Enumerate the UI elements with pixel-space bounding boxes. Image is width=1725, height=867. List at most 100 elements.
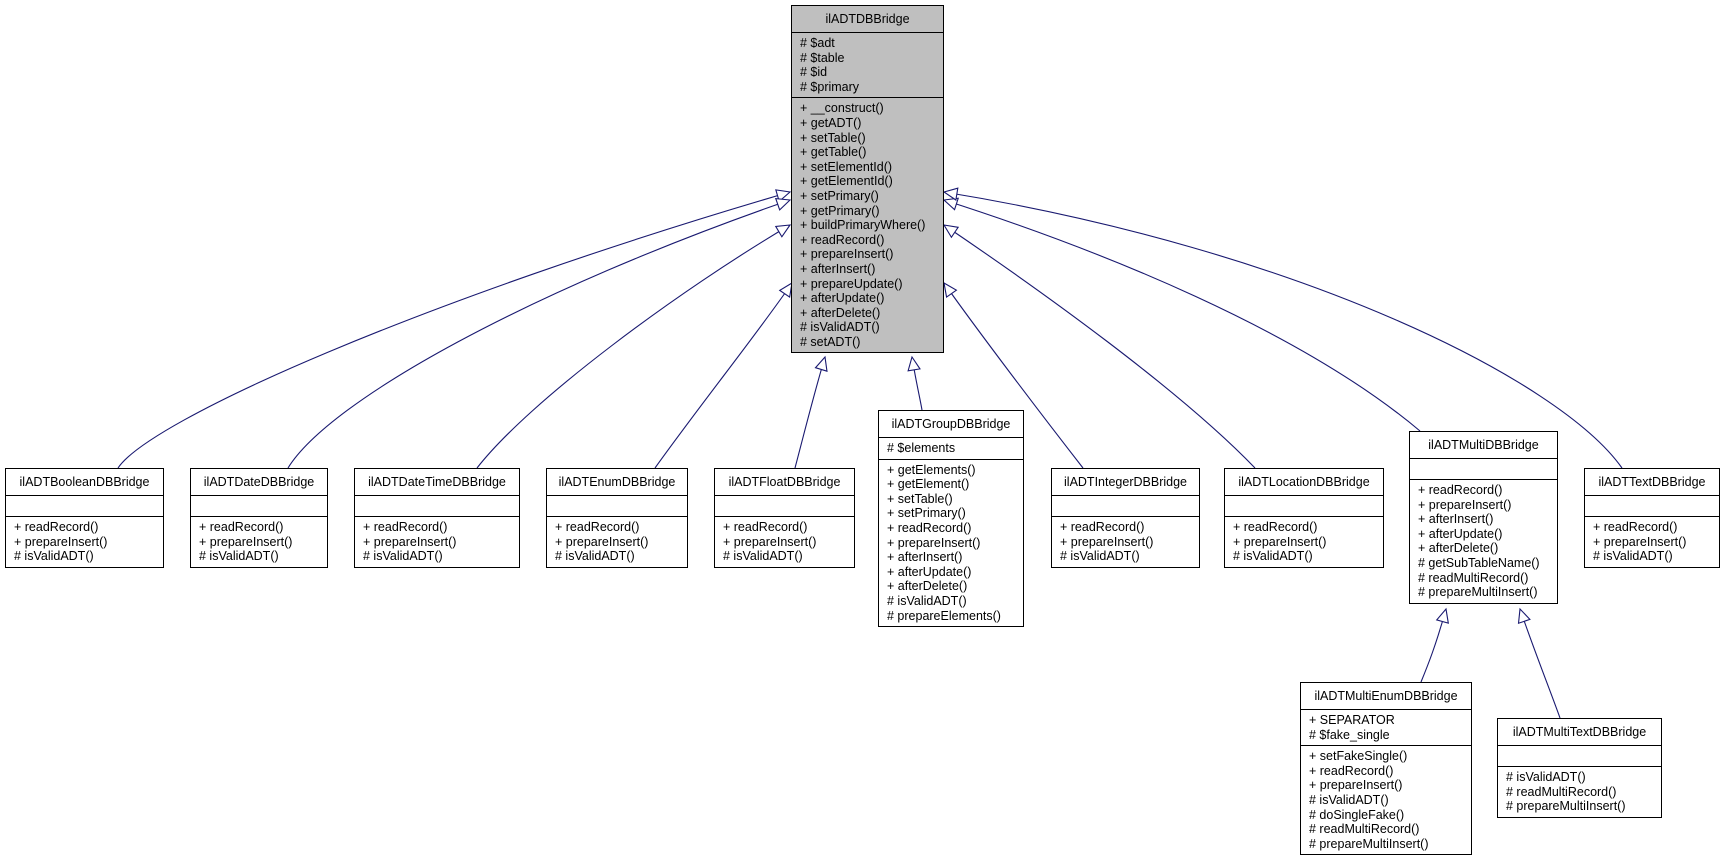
class-member: + readRecord() — [887, 520, 972, 535]
class-member: + readRecord() — [800, 232, 885, 247]
class-member: # $primary — [800, 79, 860, 94]
inheritance-arrowhead — [1517, 607, 1531, 625]
class-member: + readRecord() — [363, 520, 448, 534]
methods-section: + readRecord()+ prepareInsert()# isValid… — [1585, 516, 1719, 567]
class-member: + afterInsert() — [800, 261, 876, 276]
class-member: # getSubTableName() — [1418, 555, 1540, 570]
methods-section: + readRecord()+ prepareInsert()# isValid… — [355, 516, 519, 567]
class-ilADTBooleanDBBridge[interactable]: ilADTBooleanDBBridge + readRecord()+ pre… — [5, 468, 164, 568]
class-ilADTLocationDBBridge[interactable]: ilADTLocationDBBridge + readRecord()+ pr… — [1224, 468, 1384, 568]
class-member: + afterUpdate() — [1418, 526, 1503, 541]
class-member: # $elements — [887, 441, 956, 455]
inheritance-edge-text — [943, 191, 1623, 469]
class-member: + afterInsert() — [1418, 512, 1494, 527]
class-member: + prepareUpdate() — [800, 276, 903, 291]
inheritance-edge-multi — [943, 199, 1421, 432]
attributes-section — [1052, 496, 1199, 516]
attributes-section — [1498, 746, 1661, 766]
class-member: + afterDelete() — [800, 305, 881, 320]
class-name: ilADTBooleanDBBridge — [6, 469, 163, 496]
attributes-section — [191, 496, 327, 516]
class-name: ilADTDateTimeDBBridge — [355, 469, 519, 496]
class-member: + readRecord() — [723, 520, 808, 534]
class-name: ilADTMultiEnumDBBridge — [1301, 683, 1471, 710]
inheritance-edge-date — [287, 199, 791, 469]
class-member: + getElements() — [887, 462, 976, 477]
class-member: # $adt — [800, 36, 835, 50]
methods-section: + readRecord()+ prepareInsert()# isValid… — [547, 516, 687, 567]
attributes-section: # $elements — [879, 438, 1023, 459]
class-ilADTMultiEnumDBBridge[interactable]: ilADTMultiEnumDBBridge + SEPARATOR# $fak… — [1300, 682, 1472, 856]
class-ilADTDBBridge[interactable]: ilADTDBBridge # $adt# $table# $id# $prim… — [791, 5, 944, 354]
class-name: ilADTMultiTextDBBridge — [1498, 719, 1661, 746]
class-member: # prepareMultiInsert() — [1309, 836, 1429, 851]
class-member: # isValidADT() — [199, 549, 279, 564]
class-member: # readMultiRecord() — [1309, 822, 1420, 837]
attributes-section — [355, 496, 519, 516]
inheritance-edge-float — [794, 356, 826, 469]
class-member: # isValidADT() — [723, 549, 803, 564]
class-ilADTIntegerDBBridge[interactable]: ilADTIntegerDBBridge + readRecord()+ pre… — [1051, 468, 1200, 568]
inheritance-edge-datetime — [476, 224, 791, 469]
class-member: # isValidADT() — [1309, 792, 1389, 807]
class-member: + afterDelete() — [887, 579, 968, 594]
inheritance-edge-enum — [654, 282, 793, 469]
inheritance-arrowhead — [1435, 607, 1449, 624]
class-ilADTDateDBBridge[interactable]: ilADTDateDBBridge + readRecord()+ prepar… — [190, 468, 328, 568]
class-name: ilADTMultiDBBridge — [1410, 432, 1557, 459]
class-member: + getElementId() — [800, 174, 893, 189]
methods-section: + readRecord()+ prepareInsert()# isValid… — [6, 516, 163, 567]
class-ilADTFloatDBBridge[interactable]: ilADTFloatDBBridge + readRecord()+ prepa… — [714, 468, 855, 568]
class-ilADTMultiTextDBBridge[interactable]: ilADTMultiTextDBBridge # isValidADT()# r… — [1497, 718, 1662, 818]
class-member: + setElementId() — [800, 159, 893, 174]
class-name: ilADTLocationDBBridge — [1225, 469, 1383, 496]
class-member: + readRecord() — [555, 520, 640, 534]
inheritance-arrowhead — [942, 187, 959, 201]
attributes-section — [1585, 496, 1719, 516]
inheritance-edge-multitext — [1519, 608, 1561, 719]
class-member: + prepareInsert() — [14, 534, 108, 549]
class-member: + getADT() — [800, 115, 862, 130]
inheritance-arrowhead — [774, 224, 792, 238]
class-member: + readRecord() — [199, 520, 284, 534]
class-member: + prepareInsert() — [1060, 534, 1154, 549]
attributes-section — [1225, 496, 1383, 516]
class-member: + setTable() — [887, 491, 953, 506]
class-member: # $fake_single — [1309, 727, 1390, 742]
methods-section: + readRecord()+ prepareInsert()+ afterIn… — [1410, 479, 1557, 603]
attributes-section — [715, 496, 854, 516]
class-member: + SEPARATOR — [1309, 713, 1395, 727]
methods-section: + readRecord()+ prepareInsert()# isValid… — [191, 516, 327, 567]
class-ilADTGroupDBBridge[interactable]: ilADTGroupDBBridge # $elements + getElem… — [878, 410, 1024, 628]
class-member: # readMultiRecord() — [1418, 570, 1529, 585]
class-member: + afterUpdate() — [800, 291, 885, 306]
class-member: # isValidADT() — [1506, 770, 1586, 784]
class-member: # isValidADT() — [14, 549, 94, 564]
class-member: + buildPrimaryWhere() — [800, 218, 926, 233]
inheritance-arrowhead — [943, 281, 958, 299]
class-member: + getPrimary() — [800, 203, 880, 218]
class-name: ilADTEnumDBBridge — [547, 469, 687, 496]
class-member: + setFakeSingle() — [1309, 749, 1408, 764]
class-member: # isValidADT() — [1060, 549, 1140, 564]
class-member: + readRecord() — [14, 520, 99, 534]
class-member: + readRecord() — [1593, 520, 1678, 534]
inheritance-arrowhead — [778, 281, 793, 299]
methods-section: + __construct()+ getADT()+ setTable()+ g… — [792, 97, 943, 352]
inheritance-arrowhead — [774, 197, 792, 211]
class-member: + afterDelete() — [1418, 541, 1499, 556]
class-member: + prepareInsert() — [199, 534, 293, 549]
class-name: ilADTDateDBBridge — [191, 469, 327, 496]
class-ilADTTextDBBridge[interactable]: ilADTTextDBBridge + readRecord()+ prepar… — [1584, 468, 1720, 568]
methods-section: + readRecord()+ prepareInsert()# isValid… — [1225, 516, 1383, 567]
class-member: # isValidADT() — [1593, 549, 1673, 564]
class-ilADTMultiDBBridge[interactable]: ilADTMultiDBBridge + readRecord()+ prepa… — [1409, 431, 1558, 604]
class-member: + prepareInsert() — [723, 534, 817, 549]
methods-section: + setFakeSingle()+ readRecord()+ prepare… — [1301, 745, 1471, 854]
class-ilADTDateTimeDBBridge[interactable]: ilADTDateTimeDBBridge + readRecord()+ pr… — [354, 468, 520, 568]
class-member: # setADT() — [800, 334, 861, 349]
methods-section: + getElements()+ getElement()+ setTable(… — [879, 458, 1023, 627]
class-ilADTEnumDBBridge[interactable]: ilADTEnumDBBridge + readRecord()+ prepar… — [546, 468, 688, 568]
class-member: + prepareInsert() — [363, 534, 457, 549]
